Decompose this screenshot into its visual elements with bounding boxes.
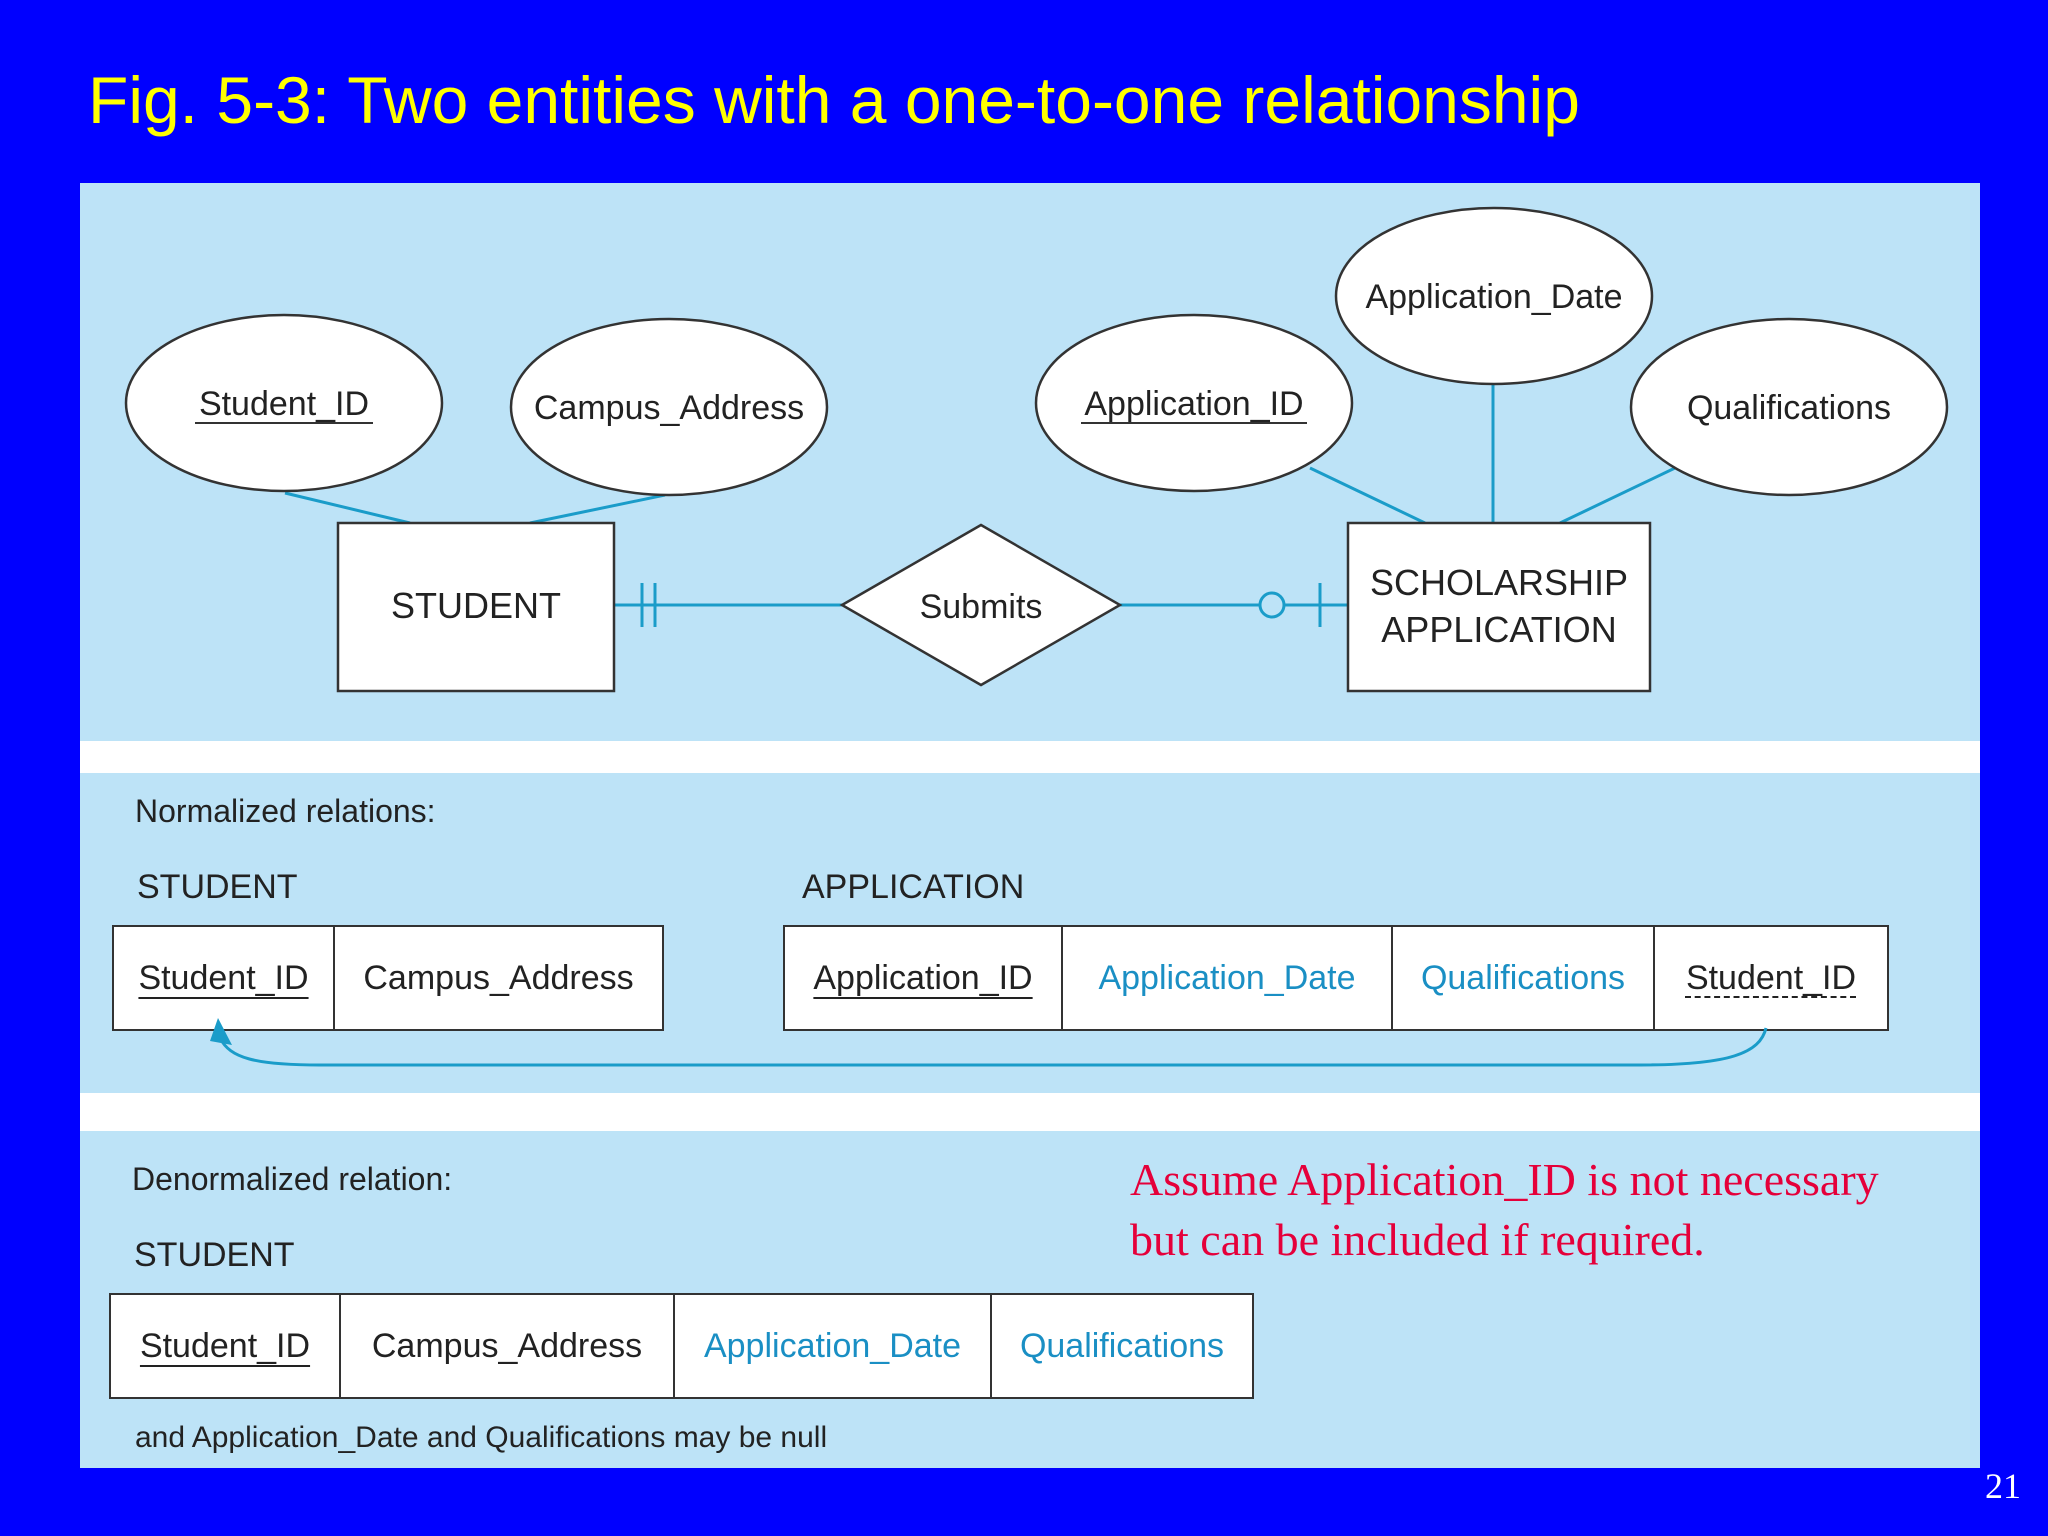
column-student-id: Student_ID [139,1326,311,1365]
denormalized-student-name: STUDENT [134,1236,295,1274]
denormalized-student-table: Student_ID Campus_Address Application_Da… [109,1293,1254,1399]
column-application-date: Application_Date [1098,958,1356,997]
denormalized-heading: Denormalized relation: [132,1161,453,1197]
table-row: Application_ID Application_Date Qualific… [783,925,1889,1031]
entity-student [336,521,616,693]
column-application-date: Application_Date [703,1326,962,1365]
attribute-qualifications [1629,317,1949,497]
slide-title: Fig. 5-3: Two entities with a one-to-one… [88,63,1580,137]
attribute-student-id [124,313,444,493]
er-diagram: Student_ID Campus_Address Application_ID… [124,206,1949,693]
table-row: Student_ID Campus_Address Application_Da… [109,1293,1254,1399]
entity-application-label-line1: SCHOLARSHIP [1370,562,1628,603]
table-cell: Application_Date [673,1293,992,1399]
column-student-id-fk: Student_ID [1685,958,1857,997]
table-cell: Campus_Address [339,1293,675,1399]
attribute-qualifications-label: Qualifications [1687,389,1891,427]
entity-student-label: STUDENT [391,585,561,626]
table-row: Student_ID Campus_Address [112,925,664,1031]
table-cell: Student_ID [1653,925,1889,1031]
page-number: 21 [1985,1466,2021,1506]
entity-application-label-line2: APPLICATION [1381,609,1616,650]
table-cell: Qualifications [1391,925,1655,1031]
entity-scholarship-application [1346,521,1652,693]
relationship-submits [839,523,1123,687]
connector-qualifications [1559,466,1676,525]
normalized-student-table: Student_ID Campus_Address [112,925,664,1031]
connector-campus-address [529,493,666,525]
column-student-id: Student_ID [138,958,309,997]
normalized-heading: Normalized relations: [135,793,436,829]
normalized-student-name: STUDENT [137,868,298,906]
normalized-panel: Normalized relations: STUDENT APPLICATIO… [80,773,1980,1093]
table-cell: Qualifications [990,1293,1254,1399]
table-cell: Application_ID [783,925,1063,1031]
foreign-key-arrowhead [210,1018,232,1045]
note-text: Assume Application_ID is not necessary b… [1130,1150,1879,1270]
denormalized-panel: Denormalized relation: STUDENT Student_I… [80,1131,1980,1468]
connector-application-id [1309,466,1426,525]
attribute-campus-address [509,317,829,497]
column-qualifications: Qualifications [1019,1326,1225,1365]
table-cell: Application_Date [1061,925,1393,1031]
table-cell: Campus_Address [333,925,664,1031]
table-cell: Student_ID [112,925,335,1031]
denormalized-footnote: and Application_Date and Qualifications … [135,1421,828,1454]
column-campus-address: Campus_Address [371,1326,643,1365]
cardinality-optional-circle [1258,591,1286,619]
attribute-application-date-label: Application_Date [1365,278,1622,316]
attribute-application-id-label: Application_ID [1084,385,1303,423]
attribute-student-id-label: Student_ID [199,385,369,423]
normalized-application-name: APPLICATION [802,868,1025,906]
attribute-application-date [1334,206,1654,386]
er-diagram-panel: Student_ID Campus_Address Application_ID… [80,183,1980,741]
connector-student-id [284,491,411,525]
column-campus-address: Campus_Address [363,958,634,997]
figure: Student_ID Campus_Address Application_ID… [80,183,1980,1468]
column-qualifications: Qualifications [1420,958,1626,997]
attribute-application-id [1034,313,1354,493]
note-line-2: but can be included if required. [1130,1214,1705,1265]
note-line-1: Assume Application_ID is not necessary [1130,1154,1879,1205]
column-application-id: Application_ID [813,958,1033,997]
foreign-key-line [218,1027,1768,1067]
foreign-key-arrow [210,1018,1768,1067]
table-cell: Student_ID [109,1293,341,1399]
attribute-campus-address-label: Campus_Address [534,389,804,427]
relationship-submits-label: Submits [920,588,1043,626]
normalized-application-table: Application_ID Application_Date Qualific… [783,925,1889,1031]
